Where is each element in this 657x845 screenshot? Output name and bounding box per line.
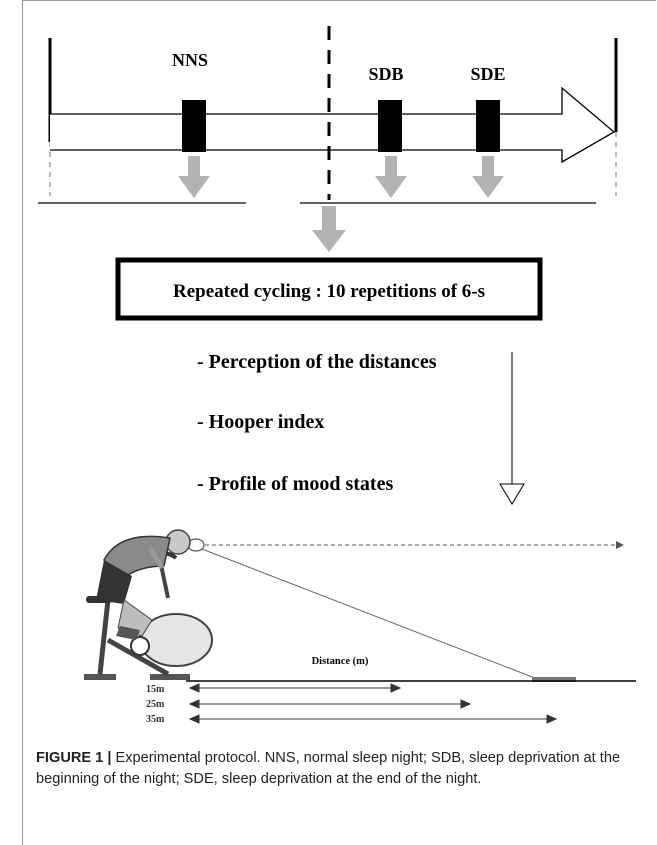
distance-arrowhead-25m-left bbox=[188, 699, 200, 709]
rider-arm bbox=[147, 546, 165, 570]
condition-label-sde: SDE bbox=[470, 64, 505, 84]
down-arrow-nns bbox=[178, 156, 210, 198]
figure-caption-text: Experimental protocol. NNS, normal sleep… bbox=[36, 750, 621, 787]
rider-shorts bbox=[96, 560, 132, 604]
condition-marker-sdb bbox=[378, 100, 402, 152]
distance-arrowhead-35m-left bbox=[188, 714, 200, 724]
line-of-sight-arrowhead bbox=[616, 541, 624, 549]
condition-marker-sde bbox=[476, 100, 500, 152]
protocol-box bbox=[115, 257, 543, 321]
bike-seat-post bbox=[97, 599, 111, 675]
bike-base-front bbox=[150, 674, 190, 680]
figure-caption: FIGURE 1 | Experimental protocol. NNS, n… bbox=[36, 748, 648, 790]
distance-label-15m: 15m bbox=[146, 684, 165, 695]
rider-leg bbox=[117, 599, 153, 637]
condition-label-sdb: SDB bbox=[368, 64, 403, 84]
distance-arrowhead-15m-left bbox=[188, 683, 200, 693]
sight-line-to-target bbox=[201, 548, 541, 681]
down-arrow-sdb bbox=[375, 156, 407, 198]
distance-label-35m: 35m bbox=[146, 714, 165, 725]
condition-down-arrows bbox=[178, 156, 504, 198]
cyclist-illustration bbox=[84, 529, 213, 680]
condition-marker-nns bbox=[182, 100, 206, 152]
bike-frame-bar bbox=[106, 637, 170, 677]
distance-arrowhead-25m-right bbox=[460, 699, 472, 709]
measure-item-1: - Perception of the distances bbox=[197, 351, 437, 373]
distance-target-marker bbox=[532, 677, 576, 682]
distance-arrowhead-35m-right bbox=[546, 714, 558, 724]
measure-item-2: - Hooper index bbox=[197, 411, 324, 433]
measure-item-3: - Profile of mood states bbox=[197, 473, 393, 495]
figure-frame bbox=[22, 0, 656, 845]
distance-title: Distance (m) bbox=[312, 656, 369, 667]
perception-arrow-head bbox=[499, 483, 525, 505]
bike-crank bbox=[130, 636, 150, 656]
rider-shoe bbox=[116, 626, 140, 640]
down-arrow-sde bbox=[472, 156, 504, 198]
protocol-box-text: Repeated cycling : 10 repetitions of 6-s bbox=[173, 281, 485, 302]
central-down-arrow bbox=[312, 206, 346, 252]
protocol-diagram: NNS SDB SDE Repeated cycling : 10 repeti… bbox=[38, 26, 636, 725]
figure-caption-label: FIGURE 1 | bbox=[36, 750, 112, 766]
distance-label-25m: 25m bbox=[146, 699, 165, 710]
timeline-arrow bbox=[50, 86, 616, 164]
bike-base bbox=[84, 674, 116, 680]
distance-arrowhead-15m-right bbox=[390, 683, 402, 693]
condition-label-nns: NNS bbox=[172, 50, 208, 70]
